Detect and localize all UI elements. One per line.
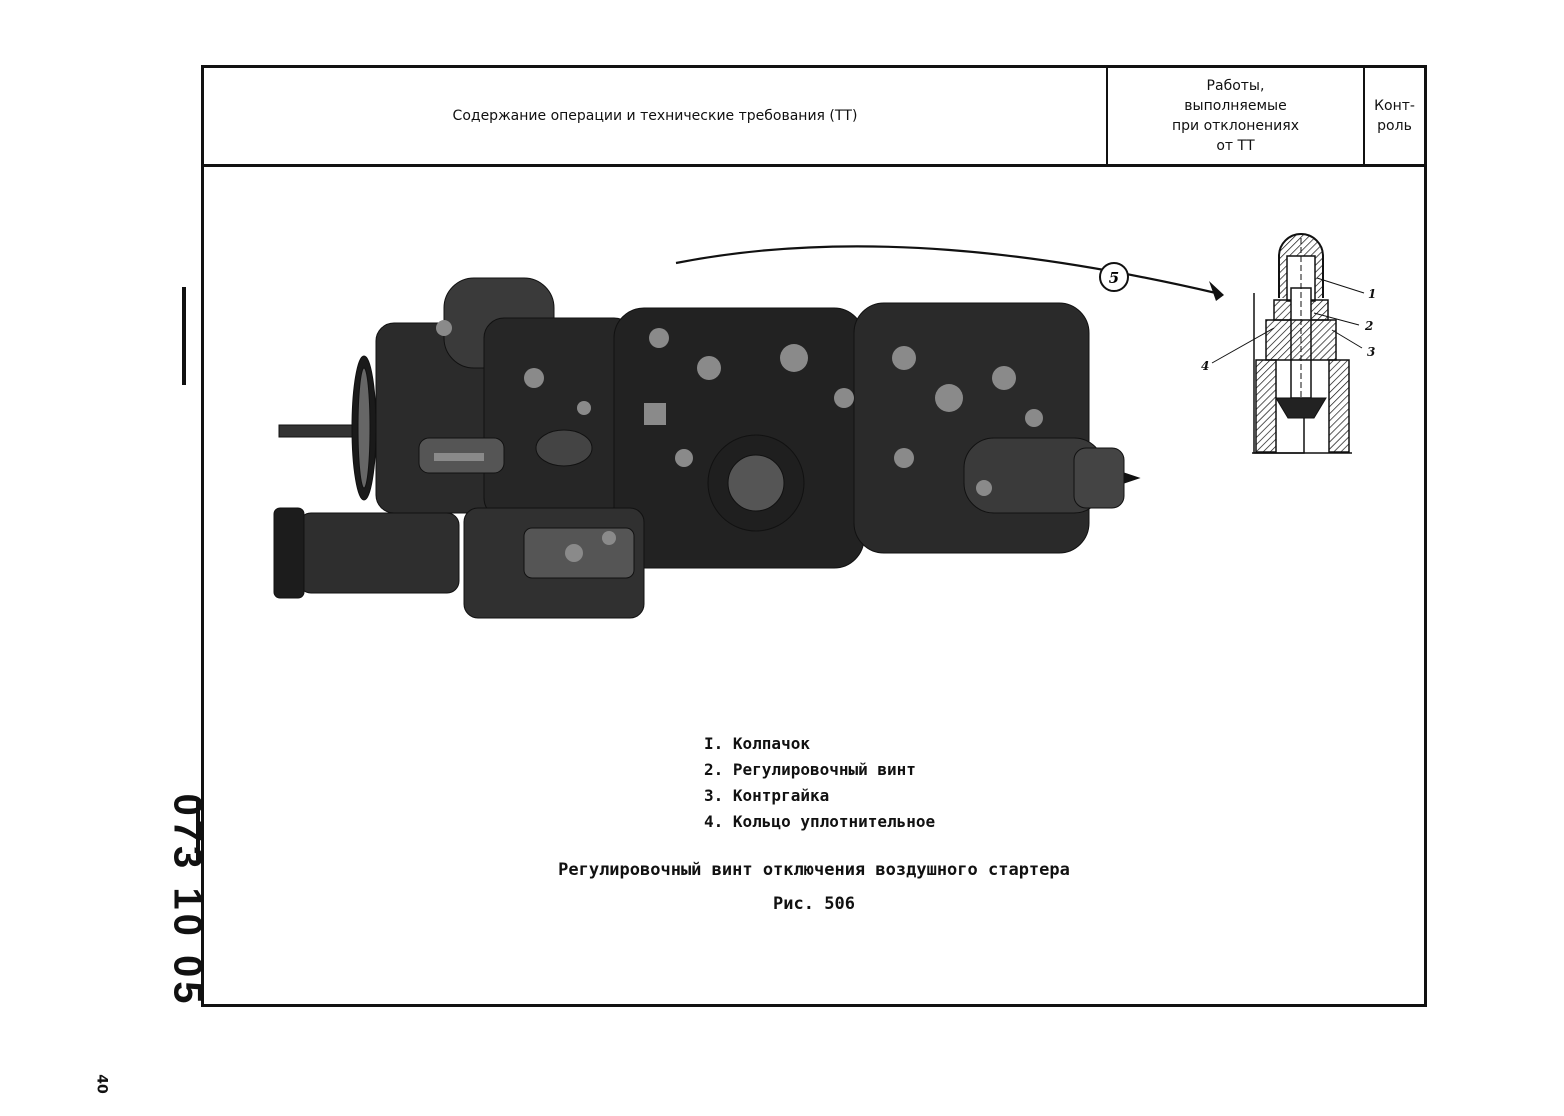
- page-number-text: 40: [93, 1074, 110, 1094]
- adjusting-screw-section: [1211, 233, 1365, 454]
- figure-number: Рис. 506: [773, 894, 855, 914]
- detail-label-3: 3: [1367, 345, 1375, 359]
- header-control: Конт- роль: [1374, 98, 1415, 134]
- side-code-text: 073 10 05: [165, 793, 210, 1007]
- header-deviation-works: Работы, выполняемые при отклонениях от Т…: [1108, 68, 1365, 164]
- detail-label-2: 2: [1364, 319, 1373, 333]
- fuel-pump-illustration: 5 1 2 3 4: [273, 233, 1376, 619]
- document-side-code: 073 10 05: [166, 793, 210, 1007]
- legend-item-seal-ring: 4. Кольцо уплотнительное: [704, 812, 936, 831]
- pump-assembly-drawing: [273, 277, 1141, 619]
- legend-item-locknut: 3. Контргайка: [704, 786, 830, 805]
- document-frame: Содержание операции и технические требов…: [201, 65, 1427, 1007]
- margin-mark-bottom: [196, 800, 200, 860]
- part-legend: I. Колпачок 2. Регулировочный винт 3. Ко…: [704, 731, 935, 835]
- callout-circle: [1099, 262, 1129, 292]
- arrow-head: [1209, 281, 1224, 301]
- callout-number: 5: [1109, 269, 1119, 287]
- legend-item-cap: I. Колпачок: [704, 734, 810, 753]
- figure-caption-title: Регулировочный винт отключения воздушног…: [558, 860, 1070, 880]
- header-operation: Содержание операции и технические требов…: [204, 68, 1108, 164]
- table-header: Содержание операции и технические требов…: [204, 68, 1424, 167]
- pump-detail-highlights: [434, 320, 1043, 562]
- callout-arrow: [675, 245, 1217, 295]
- page-number: 40: [92, 1074, 112, 1094]
- detail-label-1: 1: [1368, 287, 1376, 301]
- margin-mark-top: [182, 287, 186, 385]
- legend-item-adjusting-screw: 2. Регулировочный винт: [704, 760, 916, 779]
- detail-label-4: 4: [1201, 359, 1209, 373]
